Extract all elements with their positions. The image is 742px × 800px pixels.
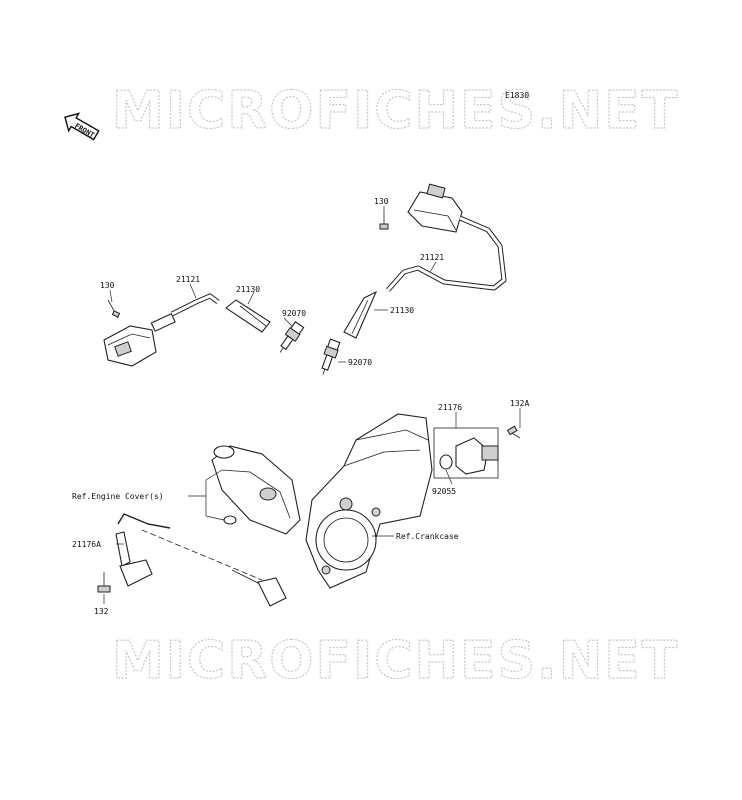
- label-130-left: 130: [100, 281, 115, 290]
- label-132A: 132A: [510, 399, 529, 408]
- ignition-coil-right: [321, 183, 507, 375]
- watermark-bottom: MICROFICHES.NET: [112, 631, 679, 691]
- front-arrow-icon: FRONT: [64, 112, 100, 141]
- label-130-right: 130: [374, 197, 389, 206]
- crankcase: [305, 413, 433, 589]
- engine-cover: [211, 445, 301, 535]
- label-92055: 92055: [432, 487, 456, 496]
- label-92070-right: 92070: [348, 358, 372, 367]
- label-21130-right: 21130: [390, 306, 414, 315]
- label-21130-left: 21130: [236, 285, 260, 294]
- label-92070-left: 92070: [282, 309, 306, 318]
- label-21176: 21176: [438, 403, 462, 412]
- label-21121-left: 21121: [176, 275, 200, 284]
- label-132: 132: [94, 607, 109, 616]
- leader-lines: [103, 206, 521, 604]
- label-ref-crankcase: Ref.Crankcase: [396, 532, 459, 541]
- label-ref-engine-cover: Ref.Engine Cover(s): [72, 492, 164, 501]
- label-21121-right: 21121: [420, 253, 444, 262]
- sensor-21176: [433, 425, 521, 479]
- diagram-id: E1830: [505, 91, 529, 100]
- sensor-21176A: [97, 513, 287, 607]
- ignition-coil-left: [103, 293, 305, 367]
- label-21176A: 21176A: [72, 540, 101, 549]
- watermark-top: MICROFICHES.NET: [112, 81, 679, 141]
